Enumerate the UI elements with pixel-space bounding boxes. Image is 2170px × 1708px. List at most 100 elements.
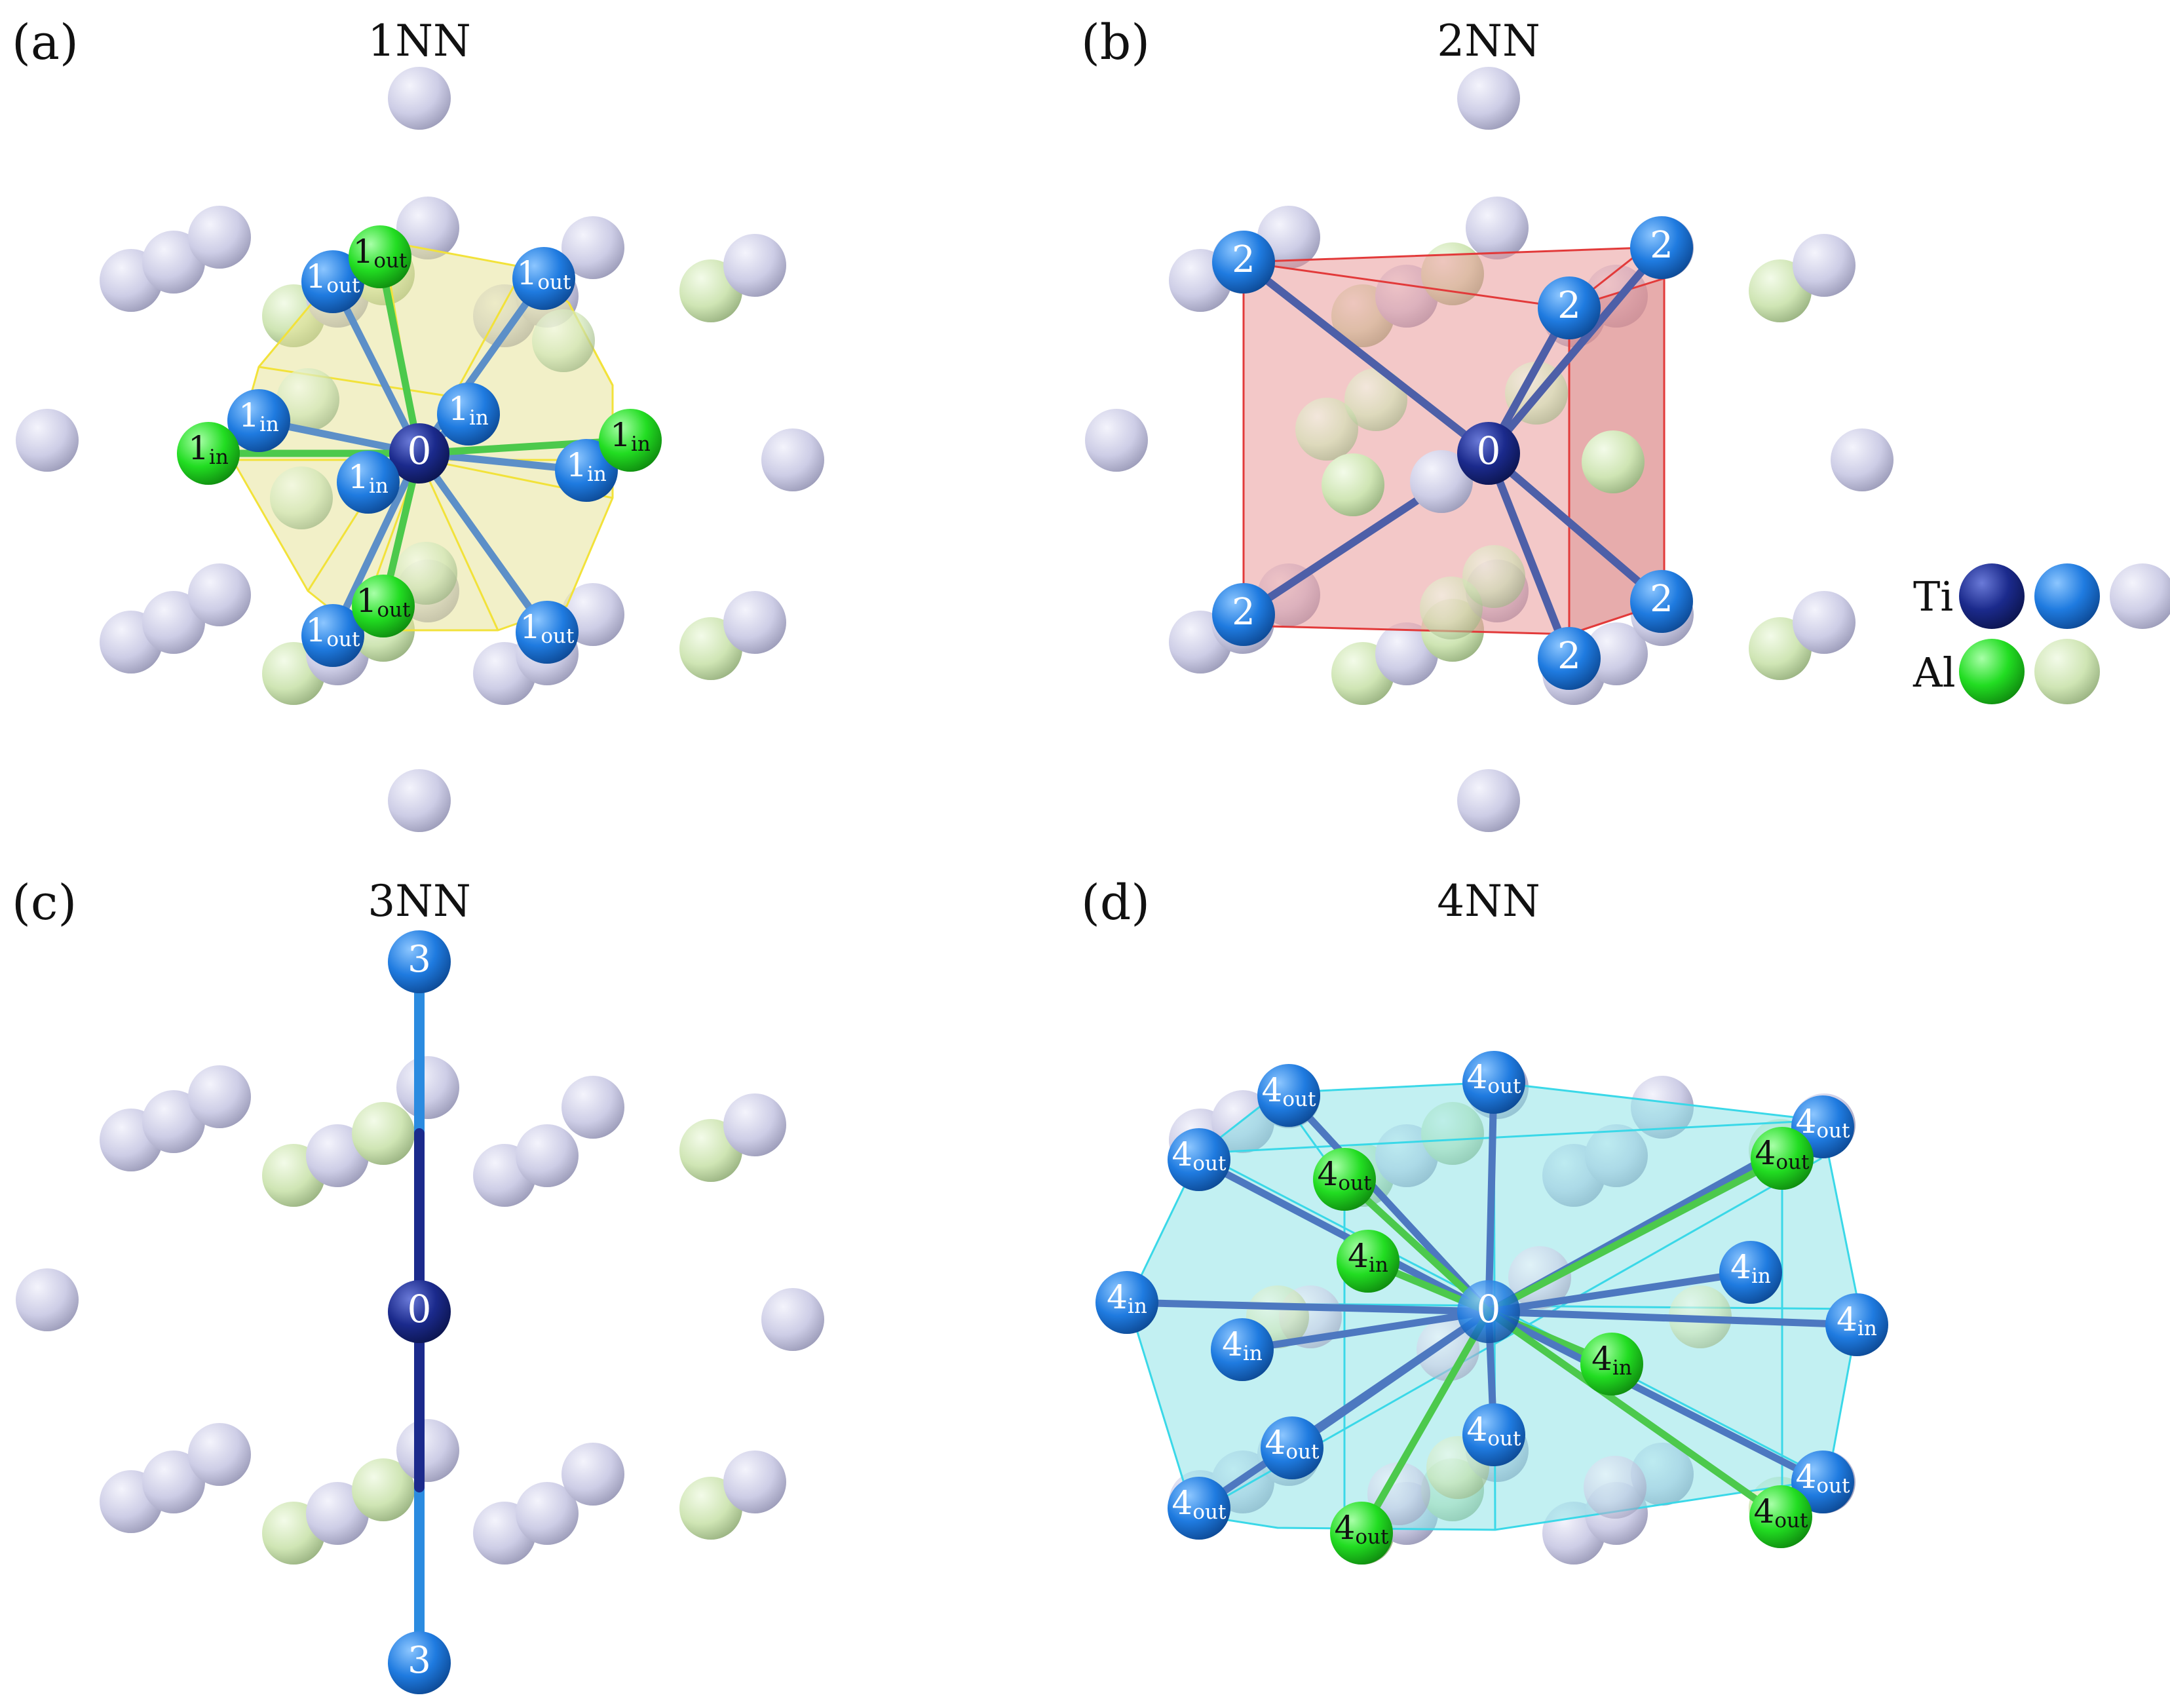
bond-line xyxy=(1240,258,1493,457)
atom-label: 1in xyxy=(188,429,229,469)
ti-neighbor-atom xyxy=(437,383,500,446)
bond-line xyxy=(1485,1308,1861,1329)
atom-label: 2 xyxy=(1232,591,1255,634)
ti-atom xyxy=(388,769,451,832)
atom-label: 4out xyxy=(1755,1134,1810,1174)
bond-line xyxy=(1485,449,1666,605)
ti-neighbor-atom xyxy=(555,439,618,502)
ti-atom xyxy=(2110,563,2170,629)
bond-line xyxy=(1285,1091,1493,1316)
ti-atom xyxy=(1831,428,1894,491)
al-neighbor-atom xyxy=(177,422,240,485)
atom-label: 1out xyxy=(306,611,360,651)
panel-d-letter: (d) xyxy=(1081,875,1150,931)
ti-atom xyxy=(188,563,251,626)
ti-atom xyxy=(761,1288,824,1351)
al-neighbor-atom xyxy=(1337,1230,1399,1293)
ti-neighbor-atom xyxy=(1212,231,1275,294)
center-ti-atom xyxy=(1959,563,2025,629)
center-ti-atom xyxy=(388,1280,451,1343)
ti-atom xyxy=(1085,409,1148,472)
atom-label: 3 xyxy=(408,1639,431,1682)
polyhedron-edge xyxy=(307,497,368,592)
ti-neighbor-atom xyxy=(1719,1241,1782,1304)
atom-label: 1out xyxy=(520,608,575,648)
al-atom xyxy=(276,368,339,431)
bond-line xyxy=(1195,1308,1493,1512)
bond-line xyxy=(1195,1156,1493,1316)
al-atom xyxy=(1582,430,1645,493)
ti-atom xyxy=(723,1451,786,1513)
ti-atom xyxy=(188,206,251,269)
ti-atom xyxy=(388,67,451,130)
al-neighbor-atom xyxy=(1959,639,2025,704)
ti-neighbor-atom xyxy=(301,250,364,313)
atom-label: 4out xyxy=(1318,1155,1372,1195)
ti-atom xyxy=(188,1423,251,1486)
svg-text:3NN: 3NN xyxy=(368,876,471,926)
species-legend: Ti Al xyxy=(1913,563,2170,704)
polyhedron-edge xyxy=(1200,1119,1822,1154)
bond-line xyxy=(1358,1308,1493,1537)
atom-label: 0 xyxy=(408,428,432,473)
polyhedron-edge xyxy=(418,458,499,631)
al-atom xyxy=(352,1102,415,1165)
atom-label: 2 xyxy=(1232,238,1255,281)
bond-line xyxy=(1123,1299,1493,1316)
ti-atom xyxy=(723,1093,786,1156)
atom-label: 4in xyxy=(1730,1248,1771,1288)
ti-neighbor-atom xyxy=(516,601,579,664)
ti-neighbor-atom xyxy=(1212,583,1275,646)
ti-neighbor-atom xyxy=(1462,1403,1525,1466)
atom-label: 1out xyxy=(356,582,411,622)
atom-label: 4out xyxy=(1262,1071,1316,1111)
ti-atom xyxy=(1410,450,1473,513)
ti-atom xyxy=(1417,1318,1479,1381)
bond-line xyxy=(329,449,423,639)
atom-label: 1out xyxy=(306,257,360,297)
ti-atom xyxy=(516,1482,579,1545)
al-neighbor-atom xyxy=(1580,1333,1643,1395)
bond-line xyxy=(1485,1308,1827,1486)
svg-text:(a): (a) xyxy=(12,14,79,71)
atom-label: 3 xyxy=(408,938,431,981)
ti-neighbor-atom xyxy=(1257,1064,1320,1127)
bond-line xyxy=(1341,1175,1493,1316)
atom-label: 2 xyxy=(1650,224,1673,267)
panel-a-title: 1NN xyxy=(368,16,471,66)
ti-atom xyxy=(1793,591,1856,654)
ti-neighbor-atom xyxy=(1261,1416,1323,1479)
atom-label: 4in xyxy=(1837,1300,1877,1340)
ti-neighbor-atom xyxy=(337,451,400,514)
atom-label: 1out xyxy=(353,233,408,273)
al-atom xyxy=(352,1458,415,1521)
bond-line xyxy=(376,253,423,457)
bond-line xyxy=(1485,244,1666,457)
atom-label: 2 xyxy=(1557,284,1581,327)
al-neighbor-atom xyxy=(599,409,662,472)
ti-neighbor-atom xyxy=(301,604,364,667)
ti-neighbor-atom xyxy=(1538,276,1601,339)
ti-neighbor-atom xyxy=(227,389,290,452)
ti-neighbor-atom xyxy=(1462,1051,1525,1114)
ti-atom xyxy=(16,409,79,472)
ti-neighbor-atom xyxy=(1168,1477,1230,1540)
ti-atom xyxy=(142,231,205,294)
ti-atom xyxy=(142,591,205,654)
atom-label: 1in xyxy=(238,396,279,436)
svg-text:1NN: 1NN xyxy=(368,16,471,66)
al-atom xyxy=(1295,398,1358,461)
atom-label: 4out xyxy=(1335,1509,1389,1549)
legend-al-label: Al xyxy=(1913,649,1956,696)
al-atom xyxy=(2034,639,2100,704)
bond-line xyxy=(1485,1078,1498,1316)
ti-atom xyxy=(1793,234,1856,297)
panel-a-letter: (a) xyxy=(12,14,79,71)
atom-label: 2 xyxy=(1650,578,1673,620)
bond-line xyxy=(1485,1154,1786,1316)
ti-neighbor-atom xyxy=(388,930,451,993)
bond-line xyxy=(1485,1308,1785,1521)
